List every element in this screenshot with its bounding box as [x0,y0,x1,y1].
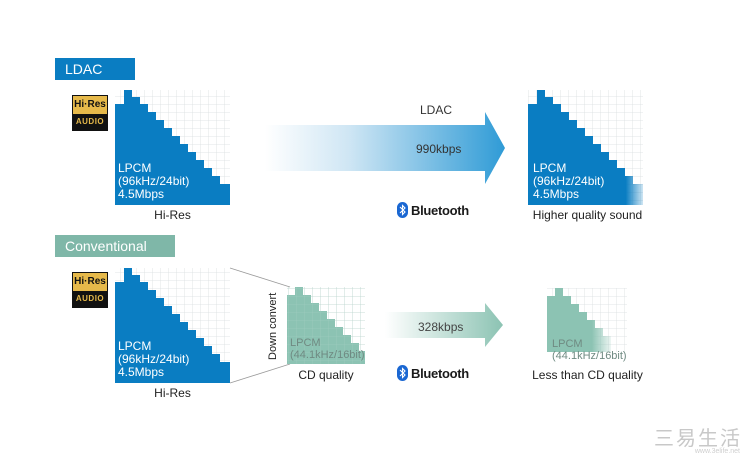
conventional-section-label: Conventional [55,235,175,257]
bluetooth-wordmark-2: Bluetooth [411,365,469,381]
conv-arrow [385,303,503,347]
bluetooth-icon [397,202,408,218]
hires-logo-bottom: AUDIO [73,291,107,307]
ldac-source-block [115,90,230,205]
conv-source-caption: Hi-Res [154,386,191,400]
hires-audio-logo-2: Hi·Res AUDIO [72,272,108,308]
down-convert-label: Down convert [267,292,279,360]
watermark-url: www.3elife.net [694,448,740,455]
conv-arrow-rate: 328kbps [418,320,464,334]
less-than-cd-text: LPCM (44.1kHz/16bit) [552,338,627,362]
ldac-source-text: LPCM (96kHz/24bit) 4.5Mbps [118,161,190,201]
hires-audio-logo: Hi·Res AUDIO [72,95,108,131]
cd-quality-caption: CD quality [298,368,354,382]
ldac-arrow-title: LDAC [420,103,453,117]
ldac-output-caption: Higher quality sound [532,208,643,222]
conv-bluetooth-logo: Bluetooth [411,365,469,381]
watermark-logo: 三易生活 [654,428,742,450]
hires-logo-bottom: AUDIO [73,114,107,130]
conv-source-block [115,268,230,383]
cd-block-text: LPCM (44.1kHz/16bit) [290,337,365,361]
ldac-section-label: LDAC [55,58,135,80]
bluetooth-wordmark: Bluetooth [411,202,469,218]
ldac-output-block [528,90,643,205]
cd-quality-block [287,287,365,364]
hires-logo-top: Hi·Res [73,273,107,291]
less-than-cd-caption: Less than CD quality [532,368,643,382]
down-convert-lines [229,267,291,384]
ldac-source-caption: Hi-Res [154,208,191,222]
ldac-bluetooth-logo: Bluetooth [411,202,469,218]
hires-logo-top: Hi·Res [73,96,107,114]
ldac-arrow-rate: 990kbps [416,142,462,156]
bluetooth-icon-2 [397,365,408,381]
ldac-output-text: LPCM (96kHz/24bit) 4.5Mbps [533,161,605,201]
less-than-cd-block [547,288,627,352]
ldac-arrow [265,112,505,184]
conv-source-text: LPCM (96kHz/24bit) 4.5Mbps [118,339,190,379]
